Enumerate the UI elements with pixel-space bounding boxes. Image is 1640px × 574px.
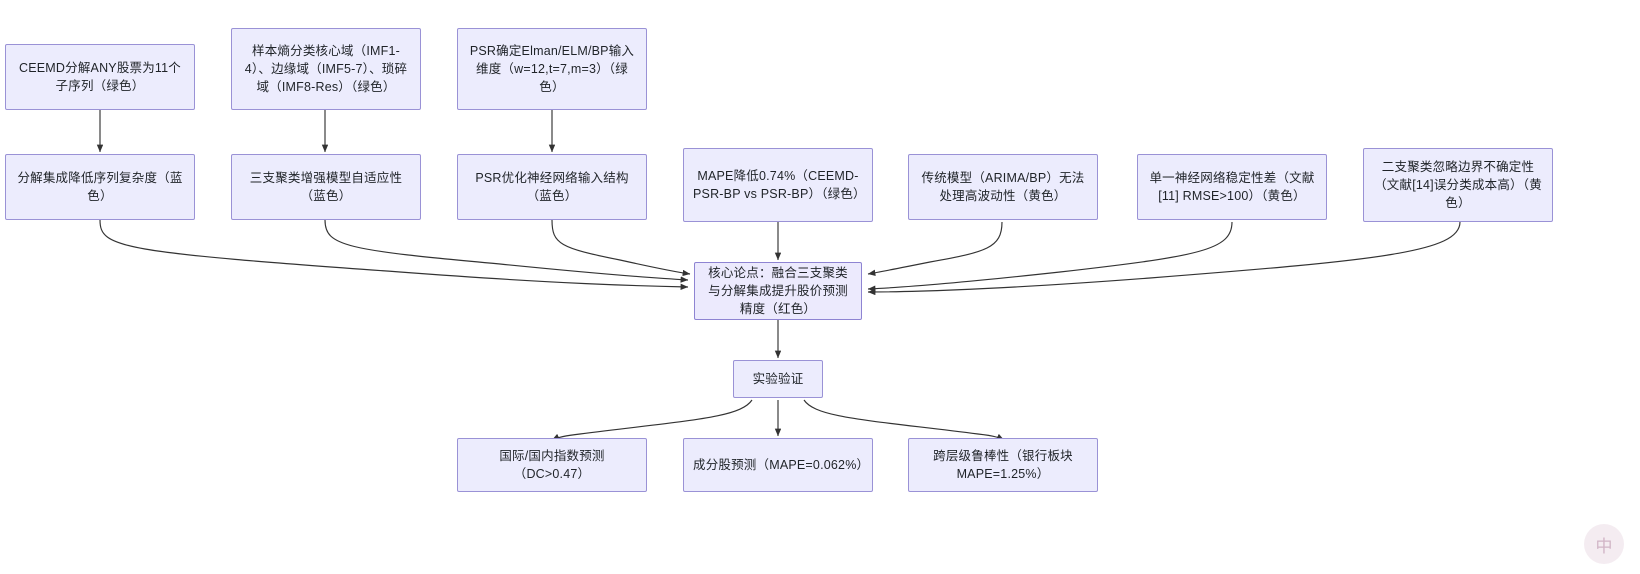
node-sample-entropy-classification[interactable]: 样本熵分类核心域（IMF1-4）、边缘域（IMF5-7）、琐碎域（IMF8-Re…: [231, 28, 421, 110]
node-label: 二支聚类忽略边界不确定性（文献[14]误分类成本高）（黄色）: [1374, 159, 1542, 211]
edge-n6-core: [551, 219, 691, 277]
node-label: 三支聚类增强模型自适应性（蓝色）: [249, 170, 403, 203]
edge-n5-core: [324, 219, 689, 283]
node-result-index-forecast[interactable]: 国际/国内指数预测（DC>0.47）: [457, 438, 647, 492]
edge-n10-core: [867, 221, 1461, 296]
edge-n4-core: [99, 219, 689, 291]
node-label: CEEMD分解ANY股票为11个子序列（绿色）: [18, 60, 182, 93]
node-psr-optimize-nn-input[interactable]: PSR优化神经网络输入结构（蓝色）: [457, 154, 647, 220]
node-result-cross-level-robustness[interactable]: 跨层级鲁棒性（银行板块MAPE=1.25%）: [908, 438, 1098, 492]
edge-exp-r1: [551, 399, 753, 441]
watermark-badge: 中: [1584, 524, 1624, 564]
node-label: 样本熵分类核心域（IMF1-4）、边缘域（IMF5-7）、琐碎域（IMF8-Re…: [244, 43, 408, 95]
node-label: 分解集成降低序列复杂度（蓝色）: [17, 170, 183, 203]
node-experimental-validation[interactable]: 实验验证: [733, 360, 823, 398]
node-label: PSR确定Elman/ELM/BP输入维度（w=12,t=7,m=3）（绿色）: [469, 43, 635, 95]
node-label: 跨层级鲁棒性（银行板块MAPE=1.25%）: [933, 448, 1073, 481]
node-ceemd-decomposition[interactable]: CEEMD分解ANY股票为11个子序列（绿色）: [5, 44, 195, 110]
node-label: MAPE降低0.74%（CEEMD-PSR-BP vs PSR-BP）（绿色）: [693, 168, 866, 201]
node-label: 成分股预测（MAPE=0.062%）: [693, 457, 870, 472]
node-psr-input-dimension[interactable]: PSR确定Elman/ELM/BP输入维度（w=12,t=7,m=3）（绿色）: [457, 28, 647, 110]
node-label: 传统模型（ARIMA/BP）无法处理高波动性（黄色）: [921, 170, 1085, 203]
node-label: 单一神经网络稳定性差（文献[11] RMSE>100）（黄色）: [1149, 170, 1315, 203]
node-core-argument[interactable]: 核心论点：融合三支聚类与分解集成提升股价预测精度（红色）: [694, 262, 862, 320]
watermark-text: 中: [1595, 536, 1613, 556]
node-label: 实验验证: [752, 371, 804, 386]
node-two-way-clustering-limitation[interactable]: 二支聚类忽略边界不确定性（文献[14]误分类成本高）（黄色）: [1363, 148, 1553, 222]
node-label: PSR优化神经网络输入结构（蓝色）: [475, 170, 629, 203]
node-mape-improvement-evidence[interactable]: MAPE降低0.74%（CEEMD-PSR-BP vs PSR-BP）（绿色）: [683, 148, 873, 222]
node-result-constituent-stock-forecast[interactable]: 成分股预测（MAPE=0.062%）: [683, 438, 873, 492]
edge-n9-core: [867, 221, 1233, 292]
edge-exp-r3: [803, 399, 1005, 441]
node-label: 国际/国内指数预测（DC>0.47）: [499, 448, 605, 481]
node-label: 核心论点：融合三支聚类与分解集成提升股价预测精度（红色）: [708, 265, 848, 317]
node-reduce-sequence-complexity[interactable]: 分解集成降低序列复杂度（蓝色）: [5, 154, 195, 220]
edge-n8-core: [867, 221, 1003, 276]
node-three-way-clustering-adaptivity[interactable]: 三支聚类增强模型自适应性（蓝色）: [231, 154, 421, 220]
node-traditional-model-limitation[interactable]: 传统模型（ARIMA/BP）无法处理高波动性（黄色）: [908, 154, 1098, 220]
node-single-nn-instability[interactable]: 单一神经网络稳定性差（文献[11] RMSE>100）（黄色）: [1137, 154, 1327, 220]
